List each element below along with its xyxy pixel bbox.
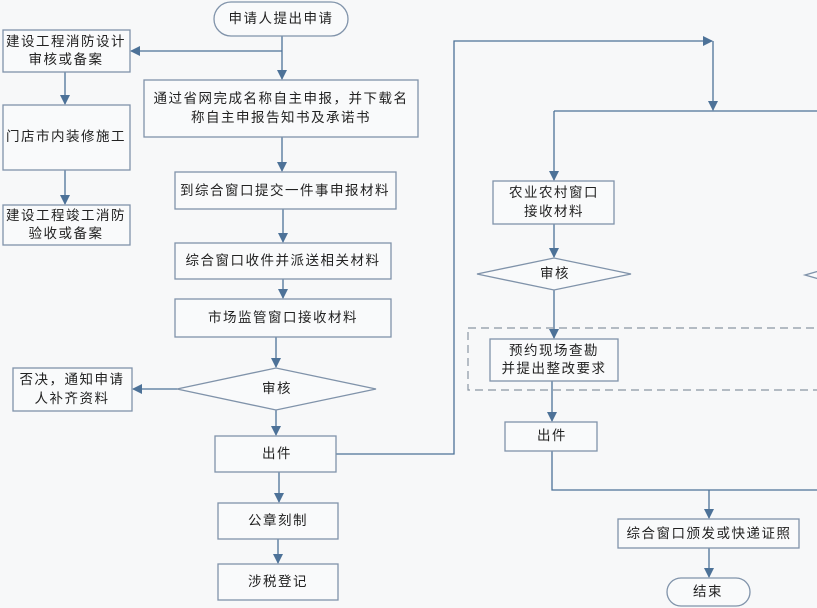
node-inspection: 预约现场查勘 并提出整改要求 — [489, 338, 619, 382]
node-fire-acceptance: 建设工程竣工消防 验收或备案 — [2, 204, 131, 246]
node-market-issue: 出件 — [214, 435, 337, 473]
svg-text:预约现场查勘: 预约现场查勘 — [509, 343, 599, 359]
node-reject: 否决，通知申请 人补齐资料 — [12, 367, 133, 412]
svg-text:否决，通知申请: 否决，通知申请 — [20, 371, 125, 388]
svg-text:门店市内装修施工: 门店市内装修施工 — [6, 128, 126, 145]
node-fire-design: 建设工程消防设计 审核或备案 — [2, 29, 131, 73]
node-market-review: 审核 — [176, 367, 377, 411]
svg-text:建设工程消防设计: 建设工程消防设计 — [6, 34, 126, 50]
svg-text:出件: 出件 — [537, 428, 567, 444]
svg-text:验收或备案: 验收或备案 — [29, 225, 104, 242]
node-agri-receive: 农业农村窗口 接收材料 — [492, 180, 615, 225]
svg-text:结束: 结束 — [693, 584, 723, 600]
node-online-declare: 通过省网完成名称自主申报，并下载名 称自主申报告知书及承诺书 — [143, 79, 419, 138]
svg-text:出件: 出件 — [262, 446, 292, 462]
svg-text:市场监管窗口接收材料: 市场监管窗口接收材料 — [208, 309, 358, 326]
svg-text:通过省网完成名称自主申报，并下载名: 通过省网完成名称自主申报，并下载名 — [154, 91, 409, 107]
merge-line — [551, 451, 817, 491]
svg-text:综合窗口颁发或快递证照: 综合窗口颁发或快递证照 — [627, 525, 792, 542]
node-seal: 公章刻制 — [217, 502, 339, 540]
svg-text:农业农村窗口: 农业农村窗口 — [509, 184, 599, 201]
connectors — [60, 36, 817, 578]
node-agri-issue: 出件 — [504, 421, 598, 452]
node-agri-review: 审核 — [476, 257, 632, 291]
svg-text:接收材料: 接收材料 — [524, 203, 584, 220]
svg-text:审核: 审核 — [540, 266, 570, 282]
svg-text:公章刻制: 公章刻制 — [248, 512, 308, 529]
node-end: 结束 — [666, 577, 751, 607]
svg-text:综合窗口收件并派送相关材料: 综合窗口收件并派送相关材料 — [186, 252, 381, 269]
node-renovation: 门店市内装修施工 — [2, 104, 131, 171]
svg-text:涉税登记: 涉税登记 — [248, 574, 308, 590]
svg-text:建设工程竣工消防: 建设工程竣工消防 — [6, 208, 126, 224]
node-deliver: 综合窗口颁发或快递证照 — [617, 518, 800, 549]
inspection-group — [467, 327, 817, 391]
svg-text:申请人提出申请: 申请人提出申请 — [229, 11, 334, 27]
svg-text:审核或备案: 审核或备案 — [29, 51, 104, 68]
node-market-receive: 市场监管窗口接收材料 — [174, 298, 392, 338]
node-submit-materials: 到综合窗口提交一件事申报材料 — [174, 171, 397, 210]
svg-text:到综合窗口提交一件事申报材料: 到综合窗口提交一件事申报材料 — [180, 182, 390, 199]
node-partial-review — [802, 270, 817, 280]
svg-text:并提出整改要求: 并提出整改要求 — [502, 361, 607, 377]
node-start: 申请人提出申请 — [213, 1, 349, 37]
node-tax: 涉税登记 — [217, 563, 339, 601]
svg-text:人补齐资料: 人补齐资料 — [35, 391, 110, 407]
svg-text:称自主申报告知书及承诺书: 称自主申报告知书及承诺书 — [191, 109, 371, 126]
node-dispatch-materials: 综合窗口收件并派送相关材料 — [174, 242, 392, 280]
svg-text:审核: 审核 — [262, 381, 292, 397]
arrow-issue-to-right — [336, 36, 713, 455]
